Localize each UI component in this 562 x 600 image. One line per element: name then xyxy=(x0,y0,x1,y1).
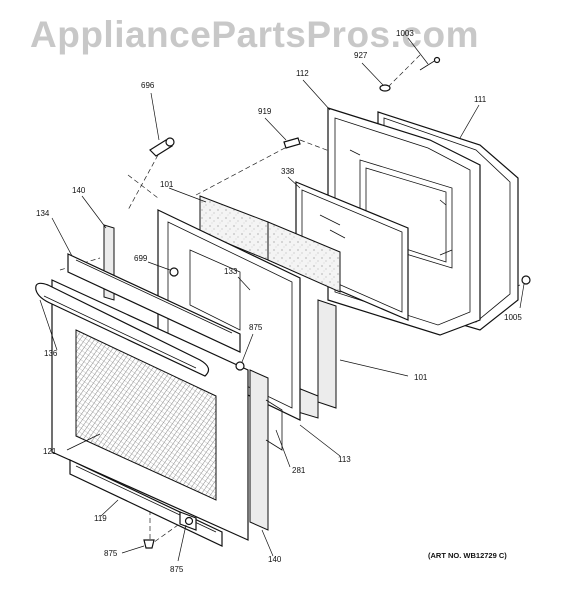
callout-101-top: 101 xyxy=(160,180,174,189)
screws xyxy=(143,56,531,549)
callout-1005: 1005 xyxy=(504,313,522,322)
callout-281: 281 xyxy=(292,466,306,475)
callout-1003: 1003 xyxy=(396,29,414,38)
screw-696-icon xyxy=(149,137,175,157)
screw-1003-icon xyxy=(419,56,441,71)
side-trim-140-right xyxy=(249,369,283,531)
screw-875-bottom-icon xyxy=(143,539,155,549)
callout-699: 699 xyxy=(134,254,148,263)
callout-875-bottom-left: 875 xyxy=(104,549,118,558)
callout-696: 696 xyxy=(141,81,155,90)
callout-134: 134 xyxy=(36,209,50,218)
screw-919-icon xyxy=(283,137,301,149)
watermark-logo: AppliancePartsPros.com xyxy=(30,14,479,55)
callout-140-top: 140 xyxy=(72,186,86,195)
insulation-101 xyxy=(199,195,341,293)
callout-338: 338 xyxy=(281,167,295,176)
art-number: (ART NO. WB12729 C) xyxy=(428,551,507,560)
callout-875-bottom: 875 xyxy=(170,565,184,574)
callout-labels: 696 927 1003 112 111 919 338 140 101 134… xyxy=(36,29,522,574)
side-strip-113 xyxy=(297,299,337,419)
callout-140-bottom: 140 xyxy=(268,555,282,564)
callout-136: 136 xyxy=(44,349,58,358)
washer-927-icon xyxy=(379,84,391,92)
callout-133: 133 xyxy=(224,267,238,276)
callout-101-right: 101 xyxy=(414,373,428,382)
callout-111: 111 xyxy=(474,95,487,104)
callout-927: 927 xyxy=(354,51,368,60)
callout-919: 919 xyxy=(258,107,272,116)
outer-door-121 xyxy=(51,279,249,541)
vent-trim-134 xyxy=(67,253,241,353)
screw-699-icon xyxy=(169,267,179,277)
callout-875-mid: 875 xyxy=(249,323,263,332)
leader-lines xyxy=(39,37,525,562)
door-handle-136 xyxy=(35,282,210,377)
screw-875-bottom2-icon xyxy=(184,516,194,526)
callout-113: 113 xyxy=(338,455,351,464)
screw-875-icon xyxy=(235,361,245,371)
callout-112: 112 xyxy=(296,69,309,78)
callout-119: 119 xyxy=(94,514,107,523)
screw-1005-icon xyxy=(521,275,531,285)
callout-121: 121 xyxy=(43,447,57,456)
